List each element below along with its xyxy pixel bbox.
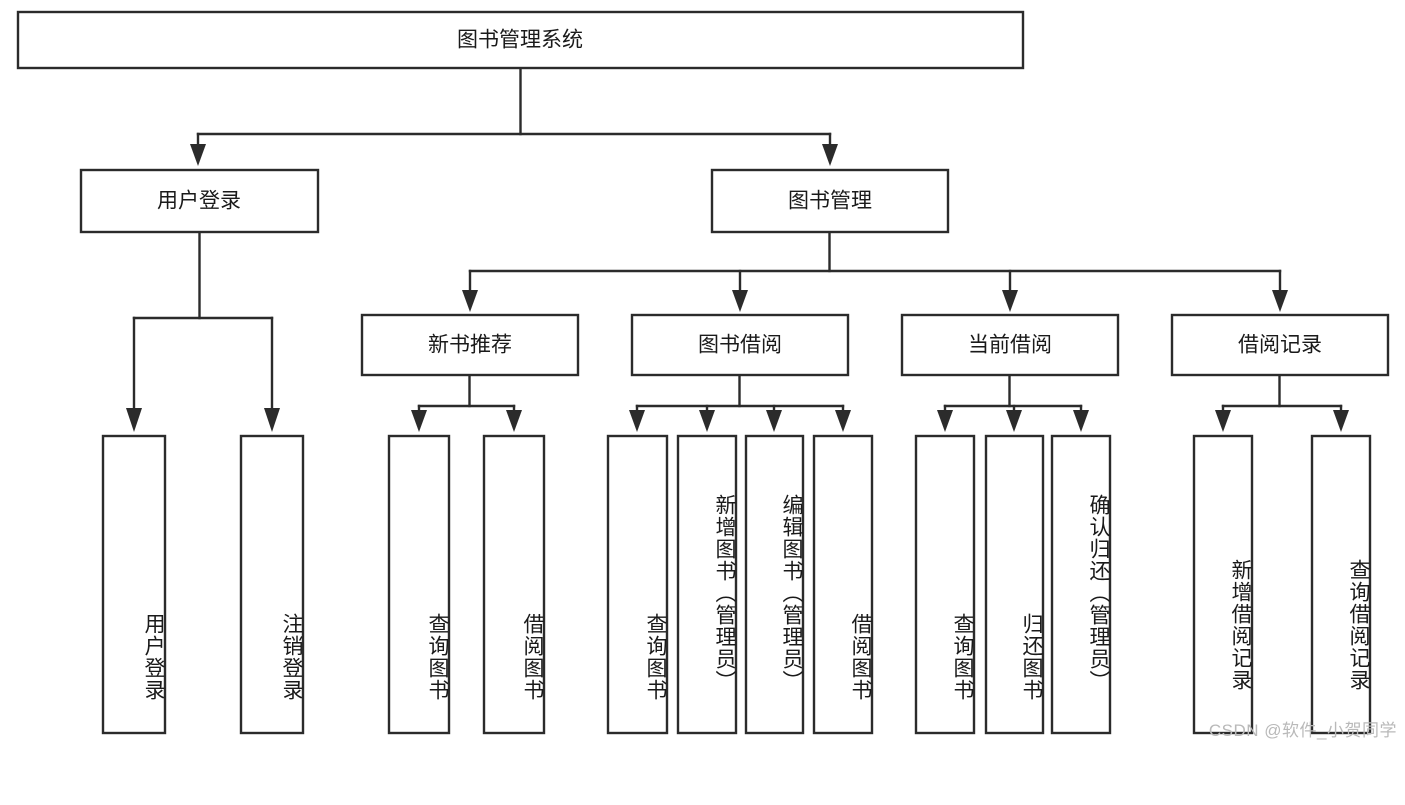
leaf-box-confirm-return-admin[interactable] (1050, 434, 1112, 735)
node-label-current-borrow: 当前借阅 (968, 334, 1052, 357)
leaf-box-query-borrow-record[interactable] (1310, 434, 1372, 735)
leaf-box-add-book-admin[interactable] (676, 434, 738, 735)
arrow-root-to-book-mgmt (822, 144, 838, 166)
leaf-box-user-login[interactable] (101, 434, 167, 735)
arrow-new-books-leaf-1 (411, 410, 427, 432)
node-label-root: 图书管理系统 (457, 29, 583, 52)
arrow-user-login-leaf-2 (264, 408, 280, 432)
leaf-box-logout[interactable] (239, 434, 305, 735)
flowchart-svg: 图书管理系统 用户登录 图书管理 新书推荐 图书借阅 当前借阅 借阅记录 (16, 10, 1390, 735)
arrow-book-mgmt-current (1002, 290, 1018, 312)
csdn-watermark: CSDN @软件_小贺同学 (1208, 721, 1397, 740)
arrow-borrow-leaf-1 (629, 410, 645, 432)
node-box-borrow-records[interactable] (1170, 313, 1390, 377)
leaf-box-borrow-book[interactable] (812, 434, 874, 735)
node-box-new-book-recommend[interactable] (360, 313, 580, 377)
arrow-borrow-leaf-2 (699, 410, 715, 432)
arrow-root-to-user-login (190, 144, 206, 166)
node-label-new-book-recommend: 新书推荐 (428, 334, 512, 357)
leaf-box-return-book[interactable] (984, 434, 1045, 735)
leaf-box-edit-book-admin[interactable] (744, 434, 805, 735)
node-box-book-borrow[interactable] (630, 313, 850, 377)
node-layer: 图书管理系统 用户登录 图书管理 新书推荐 图书借阅 当前借阅 借阅记录 (16, 10, 1390, 735)
node-label-borrow-records: 借阅记录 (1238, 334, 1322, 357)
arrow-current-leaf-1 (937, 410, 953, 432)
arrow-current-leaf-3 (1073, 410, 1089, 432)
node-label-user-login: 用户登录 (157, 190, 241, 213)
node-label-book-borrow: 图书借阅 (698, 334, 782, 357)
arrow-book-mgmt-new-books (462, 290, 478, 312)
connector-layer (126, 66, 1349, 432)
node-box-user-login[interactable] (79, 168, 320, 234)
arrow-user-login-leaf-1 (126, 408, 142, 432)
arrow-records-leaf-1 (1215, 410, 1231, 432)
arrow-book-mgmt-records (1272, 290, 1288, 312)
arrow-borrow-leaf-3 (766, 410, 782, 432)
node-box-current-borrow[interactable] (900, 313, 1120, 377)
arrow-new-books-leaf-2 (506, 410, 522, 432)
node-box-book-management[interactable] (710, 168, 950, 234)
leaf-box-add-borrow-record[interactable] (1192, 434, 1254, 735)
arrow-borrow-leaf-4 (835, 410, 851, 432)
arrow-current-leaf-2 (1006, 410, 1022, 432)
arrow-book-mgmt-borrow (732, 290, 748, 312)
node-label-book-management: 图书管理 (788, 190, 872, 213)
node-box-root[interactable] (16, 10, 1025, 70)
leaf-box-borrow-books-new[interactable] (482, 434, 546, 735)
diagram-canvas: 图书管理系统 用户登录 图书管理 新书推荐 图书借阅 当前借阅 借阅记录 (16, 10, 1397, 740)
arrow-records-leaf-2 (1333, 410, 1349, 432)
leaf-box-query-books-current[interactable] (914, 434, 976, 735)
leaf-box-query-books-borrow[interactable] (606, 434, 669, 735)
leaf-box-query-books-new[interactable] (387, 434, 451, 735)
